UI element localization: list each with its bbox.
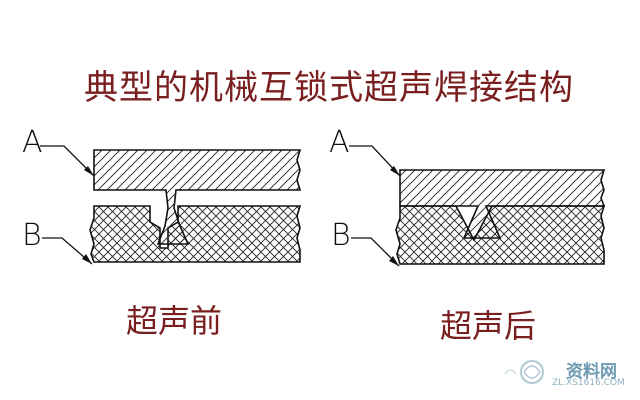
left-leader-a [40,145,95,177]
caption-before: 超声前 [126,302,223,340]
right-leader-a [349,145,401,177]
watermark-logo-icon [504,360,544,384]
right-leader-b [351,237,400,267]
right-part-b [395,205,606,265]
left-part-b [89,205,302,263]
right-label-a: A [329,125,350,160]
right-label-b: B [331,218,351,253]
left-label-b: B [22,218,42,253]
watermark-subtext: ZL.XS1616.COM [552,378,625,388]
right-part-a [399,169,606,239]
left-leader-b [42,237,93,265]
left-label-a: A [22,125,43,160]
watermark-text: 资料网 [566,362,617,382]
left-part-a [93,149,302,245]
diagram-title: 典型的机械互锁式超声焊接结构 [84,68,574,108]
caption-after: 超声后 [440,307,537,345]
